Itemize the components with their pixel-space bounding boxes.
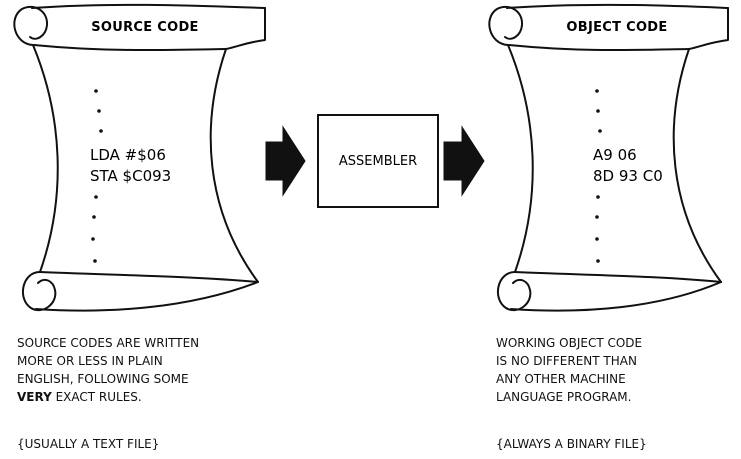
source-caption: SOURCE CODES ARE WRITTEN MORE OR LESS IN… bbox=[17, 334, 199, 406]
object-dots-top bbox=[595, 89, 602, 133]
source-scroll bbox=[13, 3, 266, 312]
arrow-to-object-icon bbox=[443, 125, 485, 197]
object-code-line-2: 8D 93 C0 bbox=[593, 167, 663, 185]
object-caption: WORKING OBJECT CODE IS NO DIFFERENT THAN… bbox=[496, 334, 642, 406]
source-caption-line-1: SOURCE CODES ARE WRITTEN bbox=[17, 336, 200, 350]
source-caption-emphasis: VERY bbox=[17, 390, 52, 404]
assembler-box bbox=[317, 114, 439, 208]
object-code-line-1: A9 06 bbox=[593, 146, 637, 164]
source-caption-line-3: ENGLISH, FOLLOWING SOME bbox=[17, 372, 189, 386]
source-dots-top bbox=[94, 89, 103, 133]
source-title: SOURCE CODE bbox=[91, 20, 199, 35]
object-note: {ALWAYS A BINARY FILE} bbox=[496, 437, 647, 451]
object-caption-line-2: IS NO DIFFERENT THAN bbox=[496, 354, 637, 368]
object-caption-line-3: ANY OTHER MACHINE bbox=[496, 372, 626, 386]
object-caption-line-4: LANGUAGE PROGRAM. bbox=[496, 390, 632, 404]
source-caption-last: EXACT RULES. bbox=[51, 390, 142, 404]
source-caption-line-2: MORE OR LESS IN PLAIN bbox=[17, 354, 163, 368]
source-code-line-1: LDA #$06 bbox=[90, 146, 166, 164]
source-dots-bottom bbox=[91, 195, 98, 263]
source-code-line-2: STA $C093 bbox=[90, 167, 171, 185]
assembler-label: ASSEMBLER bbox=[339, 154, 417, 169]
arrow-to-assembler-icon bbox=[265, 125, 306, 197]
object-title: OBJECT CODE bbox=[566, 20, 667, 35]
source-note: {USUALLY A TEXT FILE} bbox=[17, 437, 160, 451]
object-scroll bbox=[488, 3, 729, 312]
object-dots-bottom bbox=[595, 195, 600, 263]
source-caption-line-4: VERY EXACT RULES. bbox=[17, 388, 199, 406]
object-caption-line-1: WORKING OBJECT CODE bbox=[496, 336, 643, 350]
